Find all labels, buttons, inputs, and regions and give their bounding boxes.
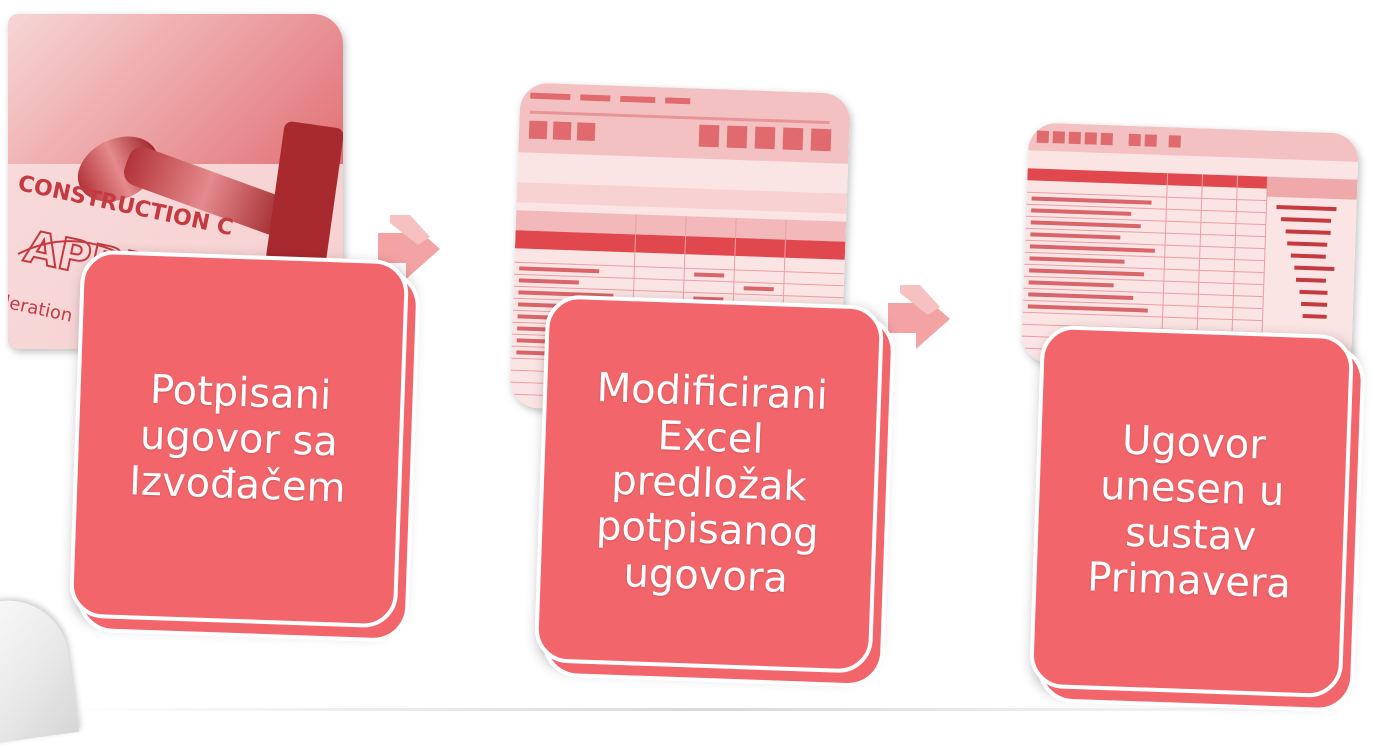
step-3-image: [1020, 122, 1360, 374]
step-2-box: Modificirani Excel predložak potpisanog …: [533, 294, 885, 674]
step-3-box: Ugovor unesen u sustav Primavera: [1028, 324, 1355, 699]
step-3-label: Ugovor unesen u sustav Primavera: [1086, 417, 1292, 607]
step-1-box: Potpisani ugovor sa Izvođačem: [68, 249, 410, 629]
step-2-label: Modificirani Excel predložak potpisanog …: [595, 365, 829, 602]
page-curl-decoration: [0, 593, 80, 747]
primavera-gantt-screenshot: [1020, 122, 1360, 374]
reflection-baseline: [60, 708, 1360, 711]
step-1-label: Potpisani ugovor sa Izvođačem: [128, 366, 347, 512]
arrow-right-icon: [378, 215, 440, 279]
arrow-right-icon: [888, 285, 950, 349]
